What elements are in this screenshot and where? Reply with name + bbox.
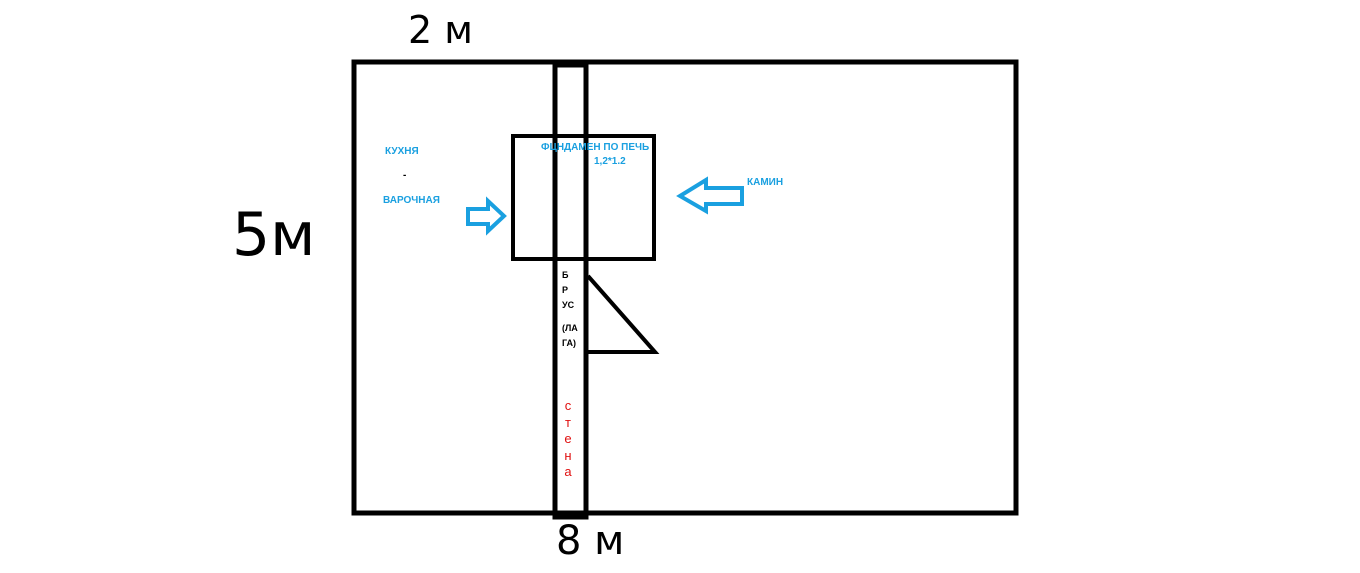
beam-label: Б Р УС (ЛА ГА) xyxy=(562,268,578,351)
foundation-label: ФЦНДАМЕН ПО ПЕЧЬ xyxy=(541,142,650,153)
stove-foundation xyxy=(511,134,656,261)
wall-letter: а xyxy=(564,464,572,479)
dimension-top: 2 м xyxy=(408,8,473,52)
foundation-size-label: 1,2*1.2 xyxy=(594,156,626,167)
dash-label: - xyxy=(403,170,407,181)
kitchen-label: КУХНЯ xyxy=(385,146,419,157)
wall-letter: е xyxy=(564,431,572,446)
beam-line: Б xyxy=(562,270,569,280)
dimension-left: 5м xyxy=(232,200,316,270)
room-outline xyxy=(351,59,1019,516)
beam-line: Р xyxy=(562,285,569,295)
wall-letter: т xyxy=(565,414,571,430)
cooking-label: ВАРОЧНАЯ xyxy=(383,195,440,206)
wall-letter: с xyxy=(564,398,572,413)
dimension-bottom: 8 м xyxy=(556,518,625,564)
triangle-sketch xyxy=(586,274,660,354)
wall-label: с т е н а xyxy=(562,398,574,481)
beam-wall-strip xyxy=(552,62,589,520)
arrow-left-icon xyxy=(676,176,744,215)
beam-line: ГА) xyxy=(562,338,577,348)
beam-line: УС xyxy=(562,300,575,310)
fireplace-label: КАМИН xyxy=(747,177,784,188)
wall-letter: н xyxy=(564,447,572,463)
arrow-right-icon xyxy=(466,196,507,236)
beam-line: (ЛА xyxy=(562,323,578,333)
